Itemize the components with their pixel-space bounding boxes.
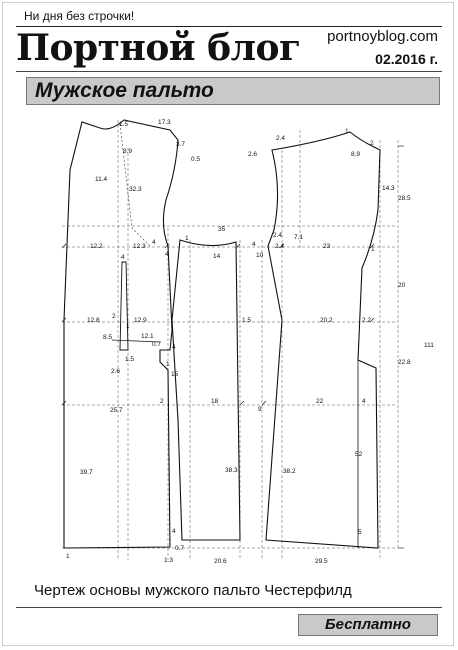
measure-label: 1.5 bbox=[242, 317, 251, 324]
measure-label: 8.9 bbox=[123, 148, 132, 155]
front-panel-outline bbox=[63, 119, 179, 549]
front-dart bbox=[119, 261, 129, 351]
issue-date: 02.2016 г. bbox=[375, 51, 438, 67]
measure-label: 1.5 bbox=[125, 356, 134, 363]
measure-label: 23 bbox=[323, 243, 331, 250]
footer-rule bbox=[16, 607, 442, 608]
measure-label: 25.7 bbox=[110, 407, 123, 414]
measure-label: 12.3 bbox=[133, 243, 146, 250]
measure-label: 4 bbox=[362, 398, 366, 405]
measure-label: 2 bbox=[160, 398, 164, 405]
measure-label: 1.3 bbox=[164, 557, 173, 564]
measure-label: 2.4 bbox=[273, 232, 282, 239]
measure-label: 28.5 bbox=[398, 195, 411, 202]
measure-label: 3.7 bbox=[176, 141, 185, 148]
construction-lines bbox=[62, 120, 399, 560]
measure-label: 1 bbox=[345, 128, 349, 135]
measure-label: 0.7 bbox=[152, 341, 161, 348]
measure-label: 9 bbox=[258, 406, 262, 413]
site-url[interactable]: portnoyblog.com bbox=[327, 28, 438, 45]
side-panel-outline bbox=[171, 239, 241, 541]
measure-label: 2.4 bbox=[276, 135, 285, 142]
front-pocket-line bbox=[111, 339, 161, 343]
measure-label: 8.5 bbox=[103, 334, 112, 341]
measure-label: 12.8 bbox=[87, 317, 100, 324]
front-lapel-guide bbox=[119, 123, 151, 247]
measure-label: 22.8 bbox=[398, 359, 411, 366]
measure-label: 2.2 bbox=[362, 317, 371, 324]
measure-label: 17.3 bbox=[158, 119, 171, 126]
measure-label: 8.9 bbox=[351, 151, 360, 158]
measure-label: 32.3 bbox=[129, 186, 142, 193]
free-badge: Бесплатно bbox=[298, 614, 438, 636]
measure-label: 4 bbox=[152, 239, 156, 246]
tagline: Ни дня без строчки! bbox=[24, 9, 135, 23]
free-badge-label: Бесплатно bbox=[325, 616, 411, 633]
measure-label: 12.9 bbox=[134, 317, 147, 324]
measure-label: 1.5 bbox=[119, 121, 128, 128]
measure-label: 1 bbox=[371, 246, 375, 253]
measure-label: 20.2 bbox=[320, 317, 333, 324]
measure-label: 2.6 bbox=[248, 151, 257, 158]
measure-label: 2 bbox=[370, 140, 374, 147]
drawing-caption: Чертеж основы мужского пальто Честерфилд bbox=[34, 582, 352, 599]
measure-label: 38.2 bbox=[283, 468, 296, 475]
measure-label: 18 bbox=[211, 398, 219, 405]
back-panel-outline bbox=[265, 131, 381, 549]
measure-label: 1 bbox=[66, 553, 70, 560]
measure-label: 20 bbox=[398, 282, 406, 289]
measure-label: 5 bbox=[358, 529, 362, 536]
measure-label: 11.4 bbox=[95, 176, 108, 183]
measure-label: 4 bbox=[165, 251, 169, 258]
measure-label: 1 bbox=[166, 361, 170, 368]
measure-label: 111 bbox=[424, 342, 434, 349]
measure-label: 4 bbox=[121, 254, 125, 261]
measurement-labels: 1.5 17.3 8.9 3.7 0.5 11.4 32.3 35 12.2 1… bbox=[66, 119, 434, 565]
measure-label: 0.7 bbox=[175, 545, 184, 552]
article-title-bar: Мужское пальто bbox=[26, 77, 440, 105]
measure-label: 2.6 bbox=[111, 368, 120, 375]
measurement-labels-extra: 2 1 bbox=[370, 140, 375, 253]
measure-label: 2.4 bbox=[275, 243, 284, 250]
measure-label: 4 bbox=[252, 241, 256, 248]
brand-title: Портной блог bbox=[16, 27, 301, 69]
header-rule-top bbox=[16, 26, 442, 27]
article-title: Мужское пальто bbox=[35, 79, 214, 102]
measure-label: 38.3 bbox=[225, 467, 238, 474]
measure-label: 4 bbox=[172, 344, 176, 351]
measure-label: 0.5 bbox=[191, 156, 200, 163]
measure-label: 20.6 bbox=[214, 558, 227, 565]
measure-label: 29.5 bbox=[315, 558, 328, 565]
measure-label: 2 bbox=[112, 313, 116, 320]
measure-label: 4 bbox=[172, 528, 176, 535]
measure-label: 7.1 bbox=[294, 234, 303, 241]
measure-label: 14.3 bbox=[382, 185, 395, 192]
measure-label: 10 bbox=[256, 252, 264, 259]
measure-label: 39.7 bbox=[80, 469, 93, 476]
measure-label: 35 bbox=[218, 226, 226, 233]
measure-label: 14 bbox=[213, 253, 221, 260]
measure-label: 1 bbox=[185, 235, 189, 242]
measure-label: 22 bbox=[316, 398, 324, 405]
measure-label: 12.1 bbox=[141, 333, 154, 340]
measure-label: 15 bbox=[171, 371, 179, 378]
measure-label: 12.2 bbox=[90, 243, 103, 250]
page-frame bbox=[2, 2, 454, 646]
header-rule-bottom bbox=[16, 71, 442, 72]
measure-label: 1 bbox=[126, 323, 130, 330]
dimension-ticks bbox=[61, 145, 404, 549]
measure-label: 52 bbox=[355, 451, 363, 458]
